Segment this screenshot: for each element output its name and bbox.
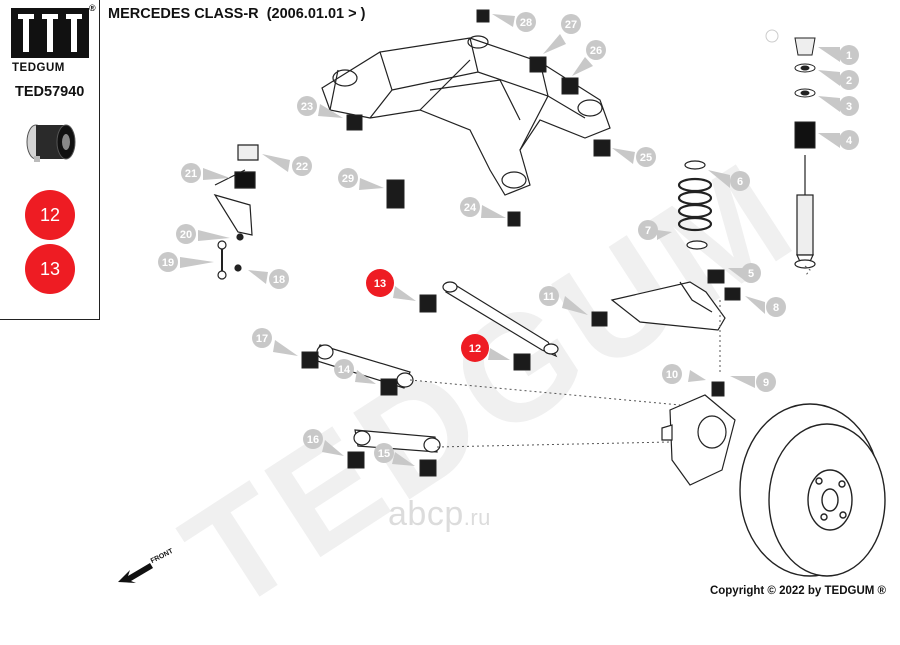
callout-8: 8 [745,296,786,317]
callout-number: 8 [773,302,779,314]
registered-mark: ® [89,3,96,13]
callout-number: 21 [185,168,197,180]
callout-number: 17 [256,333,268,345]
wheel [739,403,886,577]
date-range: (2006.01.01 > ) [266,6,366,22]
model-name: MERCEDES CLASS-R [108,6,259,22]
callout-19: 19 [158,252,214,272]
part-number: TED57940 [15,84,85,100]
highlighted-callouts: 13 12 [366,269,510,362]
highlight-badge-13: 13 [25,244,75,294]
callout-22: 22 [262,154,312,176]
sidebar-panel: ® TEDGUM TED57940 12 13 [0,0,100,320]
callout-7: 7 [638,220,672,240]
callout-13: 13 [366,269,416,301]
callout-number: 5 [748,268,754,280]
callout-12: 12 [461,334,510,362]
callout-3: 3 [818,96,859,116]
coil-spring [677,160,713,250]
callout-number: 2 [846,75,852,87]
callout-4: 4 [818,130,859,150]
callout-number: 26 [590,45,602,57]
abcp-watermark: abcp.ru [388,495,491,534]
callout-number: 27 [565,19,577,31]
highlight-badge-12: 12 [25,190,75,240]
callout-number: 9 [763,377,769,389]
callout-16: 16 [303,429,344,456]
callout-14: 14 [334,359,376,384]
tedgum-logo-icon [11,8,89,58]
callout-number: 15 [378,448,390,460]
connection-lines [409,265,811,448]
callout-11: 11 [539,286,588,315]
callout-number: 18 [273,274,285,286]
callout-number: 28 [520,17,532,29]
callout-6: 6 [708,170,750,191]
callout-number: 25 [640,152,652,164]
callout-number: 20 [180,229,192,241]
callout-number: 4 [846,135,853,147]
callout-number: 11 [543,291,555,303]
callout-number: 7 [645,225,651,237]
callout-29: 29 [338,168,384,190]
brand-name: TEDGUM [12,62,65,74]
callout-number: 22 [296,161,308,173]
callout-20: 20 [176,224,230,244]
callout-10: 10 [662,364,706,384]
callout-number: 1 [846,50,852,62]
abcp-name: abcp [388,495,464,533]
wheel-knuckle [661,394,736,486]
callout-number: 24 [464,202,477,214]
callout-27: 27 [543,14,581,54]
callout-18: 18 [248,269,289,289]
callout-26: 26 [572,40,606,76]
callout-17: 17 [252,328,298,356]
callout-number: 14 [338,364,351,376]
abcp-tld: .ru [463,505,491,530]
callout-24: 24 [460,197,506,218]
registered-watermark-icon [765,29,779,43]
callout-number: 13 [374,278,386,290]
callout-21: 21 [181,163,230,183]
page-title: MERCEDES CLASS-R (2006.01.01 > ) [108,6,365,22]
copyright-text: Copyright © 2022 by TEDGUM ® [709,585,886,597]
shock-absorber [794,155,816,269]
callout-number: 16 [307,434,319,446]
callout-23: 23 [297,96,343,118]
bushing-thumbnail-icon [26,124,76,162]
callout-2: 2 [818,70,859,90]
front-arrow-icon [118,563,153,583]
callout-9: 9 [730,372,776,392]
bushings [301,9,741,477]
exploded-diagram: 1 2 3 4 5 6 7 8 9 10 11 14 15 16 17 18 1… [118,9,886,583]
callout-number: 3 [846,101,852,113]
callout-15: 15 [374,443,415,466]
upper-control-arm [610,281,726,331]
link-arms [313,281,559,453]
callout-markers: 1 2 3 4 5 6 7 8 9 10 11 14 15 16 17 18 1… [158,12,859,466]
stabilizer-parts [213,144,259,280]
callout-number: 10 [666,369,678,381]
rear-subframe [321,35,611,196]
callout-number: 19 [162,257,174,269]
callout-number: 29 [342,173,354,185]
strut-mount-parts [794,37,816,149]
callout-1: 1 [818,45,859,65]
callout-25: 25 [612,147,656,167]
callout-5: 5 [728,263,761,283]
callout-number: 23 [301,101,313,113]
callout-28: 28 [492,12,536,32]
callout-number: 6 [737,176,743,188]
callout-number: 12 [469,343,481,355]
